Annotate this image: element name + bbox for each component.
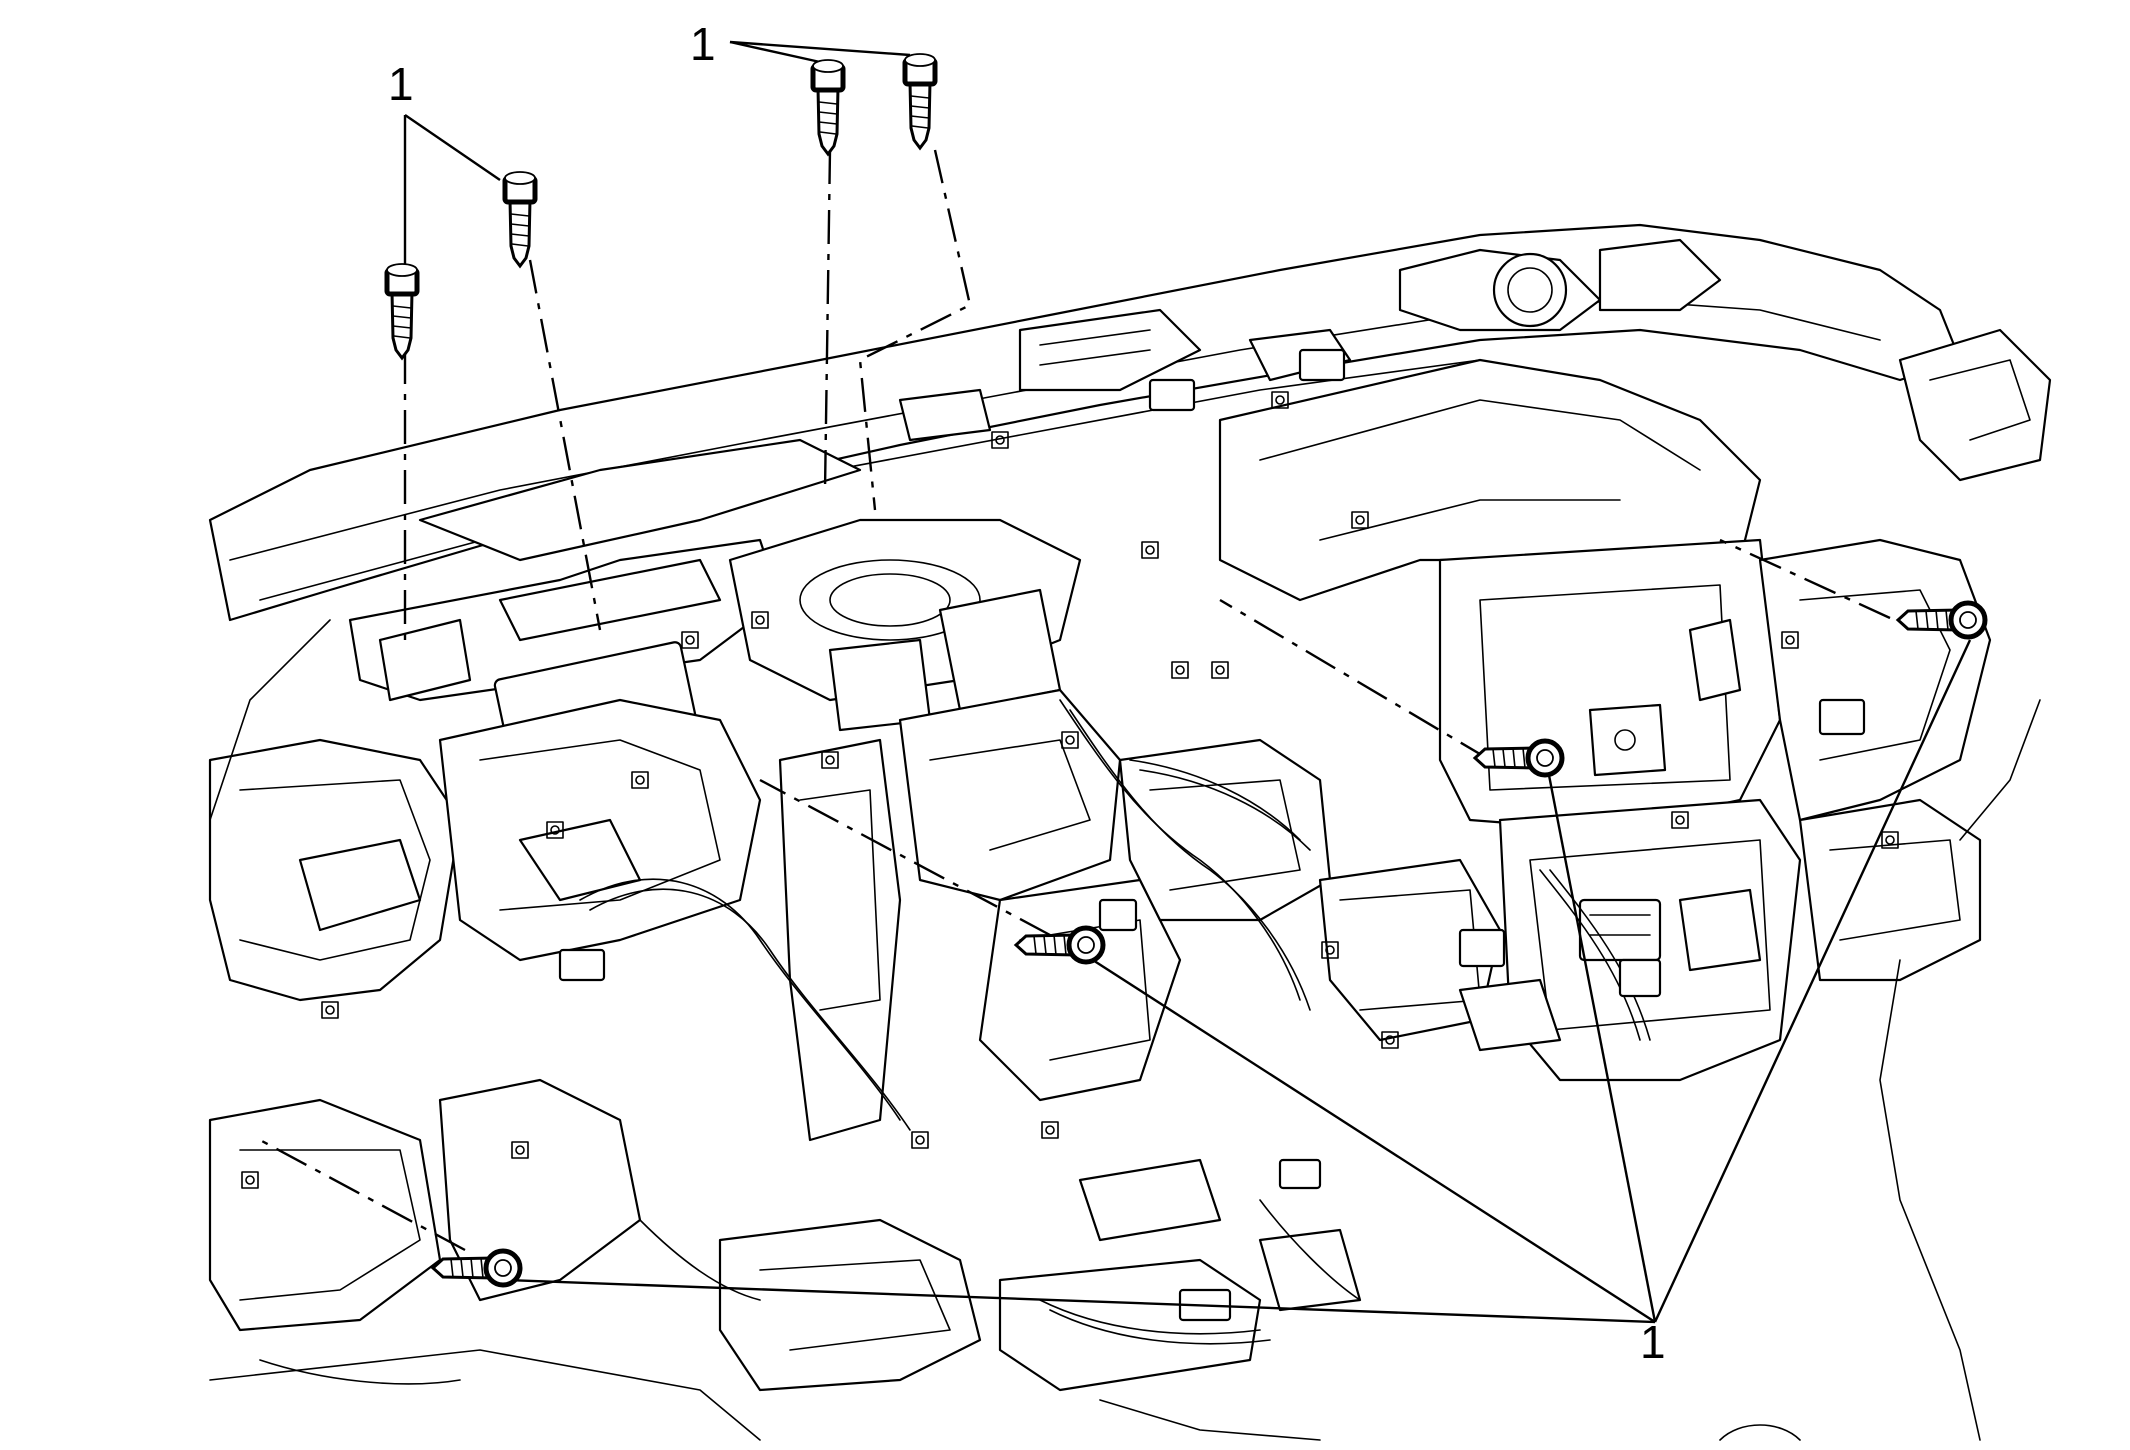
bolt-path-dashed (858, 149, 972, 511)
bolt-icon (505, 172, 535, 266)
callout-label-bottom-right: 1 (1640, 1316, 1666, 1368)
bolt-icon (387, 264, 417, 358)
bolt-path-dashed (1219, 598, 1491, 762)
leader-line (404, 114, 501, 181)
leader-line (729, 40, 911, 57)
bolt-path-dashed (1719, 538, 1891, 620)
leader-line (1084, 953, 1656, 1324)
leader-line (504, 1278, 1656, 1324)
callout-label-top-left: 1 (388, 58, 414, 110)
callout-labels: 1 1 1 (388, 18, 1666, 1368)
bolt-path-dashed (528, 259, 602, 631)
bolt-path-dashed (259, 1138, 466, 1252)
bolt-icon (813, 60, 843, 154)
leader-lines (259, 40, 1972, 1324)
leader-line (1653, 639, 1972, 1323)
bolt-icon (905, 54, 935, 148)
leader-line (1546, 769, 1657, 1323)
bolt-path-dashed (759, 778, 1051, 937)
leader-line (729, 40, 821, 64)
callout-label-top-right: 1 (690, 18, 716, 70)
